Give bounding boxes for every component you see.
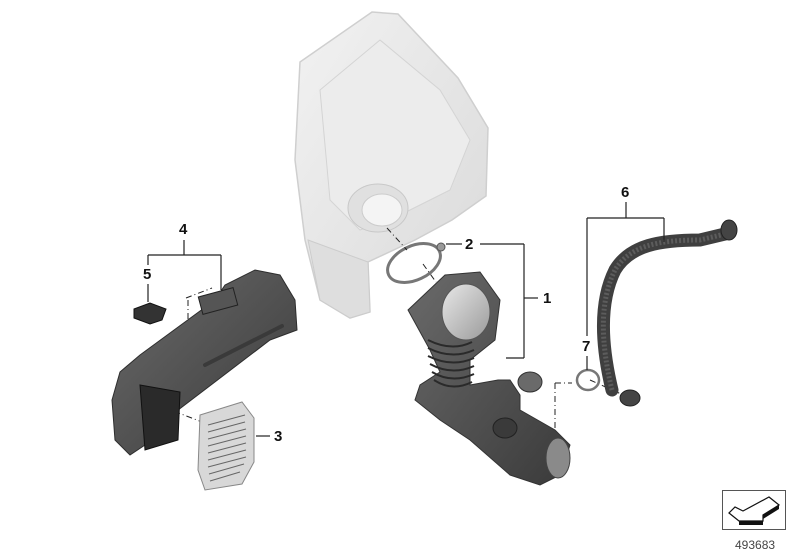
- callout-6[interactable]: 6: [621, 184, 630, 201]
- reference-box: [722, 490, 786, 530]
- callout-1[interactable]: 1: [543, 290, 552, 307]
- callout-5[interactable]: 5: [143, 266, 152, 283]
- arrow-icon: [728, 496, 781, 525]
- grille-insert: [197, 401, 255, 491]
- callout-3[interactable]: 3: [274, 428, 283, 445]
- intake-boot: [407, 271, 571, 486]
- leader-lines: [147, 202, 665, 437]
- callout-2[interactable]: 2: [465, 236, 474, 253]
- hose-clamp: [386, 242, 446, 284]
- air-filter-housing: [294, 11, 489, 319]
- callout-4[interactable]: 4: [179, 221, 188, 238]
- callout-7[interactable]: 7: [582, 338, 591, 355]
- reference-number: 493683: [735, 538, 776, 552]
- o-ring: [575, 368, 601, 392]
- vent-hose: [596, 219, 738, 407]
- air-duct: [111, 269, 298, 456]
- foam-pad: [133, 302, 167, 325]
